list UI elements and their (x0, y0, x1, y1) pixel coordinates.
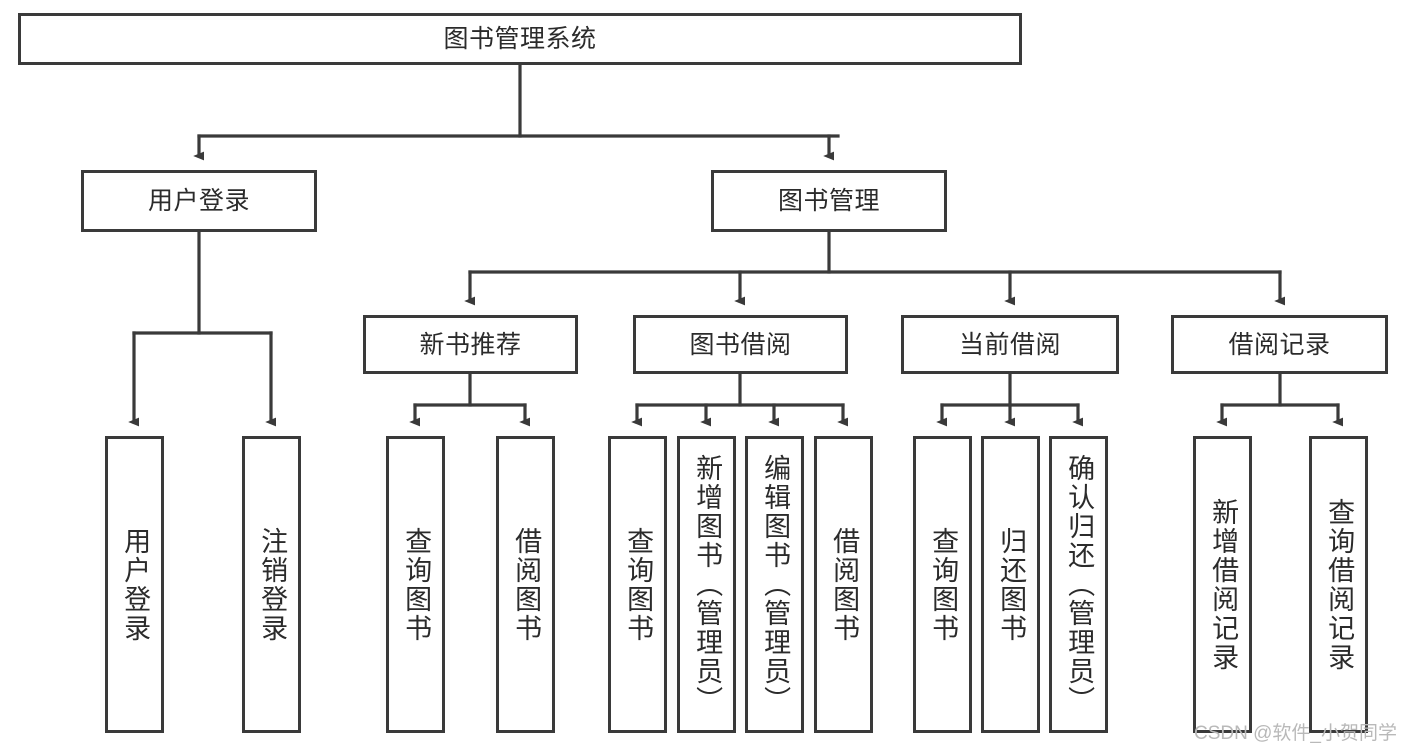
leaf-return-book[interactable]: 归还图书 (981, 436, 1040, 733)
node-label: 用户登录 (120, 526, 151, 643)
node-label: 归还图书 (996, 526, 1027, 643)
node-label: 借阅记录 (1228, 330, 1331, 359)
leaf-query-book-current[interactable]: 查询图书 (913, 436, 972, 733)
leaf-edit-book-admin[interactable]: 编辑图书（管理员） (745, 436, 804, 733)
leaf-logout[interactable]: 注销登录 (242, 436, 301, 733)
node-label: 查询借阅记录 (1324, 497, 1355, 672)
leaf-confirm-return-admin[interactable]: 确认归还（管理员） (1049, 436, 1108, 733)
node-label: 新增图书（管理员） (692, 454, 723, 715)
node-book-management[interactable]: 图书管理 (711, 170, 947, 232)
leaf-query-borrow-record[interactable]: 查询借阅记录 (1309, 436, 1368, 733)
leaf-query-book-borrow[interactable]: 查询图书 (608, 436, 667, 733)
node-label: 查询图书 (401, 526, 432, 643)
node-borrow-record[interactable]: 借阅记录 (1171, 315, 1388, 374)
node-label: 注销登录 (257, 526, 288, 643)
node-label: 新书推荐 (419, 330, 522, 359)
leaf-borrow-book-recommend[interactable]: 借阅图书 (496, 436, 555, 733)
leaf-add-book-admin[interactable]: 新增图书（管理员） (677, 436, 736, 733)
node-label: 用户登录 (147, 187, 250, 215)
node-label: 查询图书 (623, 526, 654, 643)
node-label: 借阅图书 (511, 526, 542, 643)
csdn-watermark: CSDN @软件_小贺同学 (1194, 723, 1397, 744)
node-label: 图书管理系统 (443, 25, 597, 53)
node-label: 借阅图书 (829, 526, 860, 643)
node-label: 当前借阅 (958, 330, 1061, 359)
node-label: 图书借阅 (689, 330, 792, 359)
leaf-query-book-recommend[interactable]: 查询图书 (386, 436, 445, 733)
node-label: 确认归还（管理员） (1064, 454, 1095, 715)
node-label: 编辑图书（管理员） (760, 454, 791, 715)
node-root-system[interactable]: 图书管理系统 (18, 13, 1022, 65)
node-label: 图书管理 (777, 187, 880, 215)
node-label: 查询图书 (928, 526, 959, 643)
leaf-add-borrow-record[interactable]: 新增借阅记录 (1193, 436, 1252, 733)
node-book-borrow[interactable]: 图书借阅 (633, 315, 848, 374)
leaf-borrow-book[interactable]: 借阅图书 (814, 436, 873, 733)
node-new-book-recommend[interactable]: 新书推荐 (363, 315, 578, 374)
node-label: 新增借阅记录 (1208, 497, 1239, 672)
leaf-user-login[interactable]: 用户登录 (105, 436, 164, 733)
node-current-borrow[interactable]: 当前借阅 (901, 315, 1119, 374)
node-user-login[interactable]: 用户登录 (81, 170, 317, 232)
